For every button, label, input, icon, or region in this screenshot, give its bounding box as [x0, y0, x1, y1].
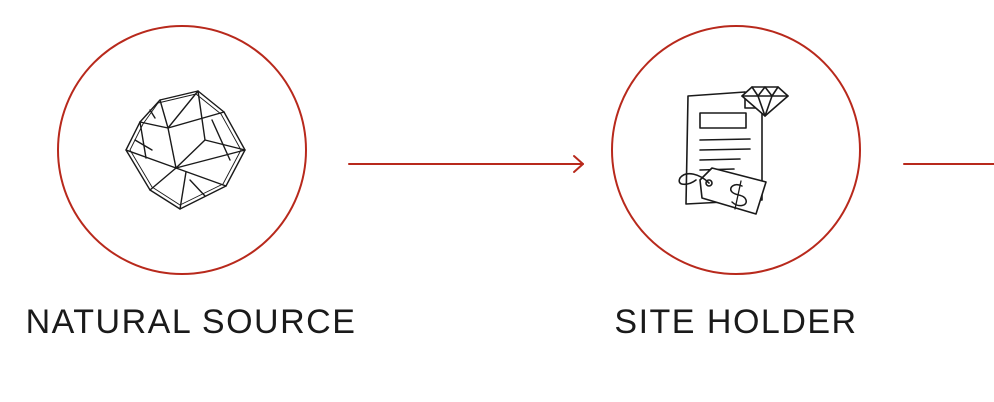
- step-circle-natural-source: [57, 25, 307, 275]
- step-circle-site-holder: [611, 25, 861, 275]
- arrow-natural-to-site-holder: [348, 155, 584, 173]
- certificate-price-tag-icon: [678, 86, 789, 215]
- step-label-natural-source: NATURAL SOURCE: [25, 303, 357, 341]
- step-label-site-holder: SITE HOLDER: [614, 303, 858, 341]
- rough-diamond-icon: [125, 90, 246, 210]
